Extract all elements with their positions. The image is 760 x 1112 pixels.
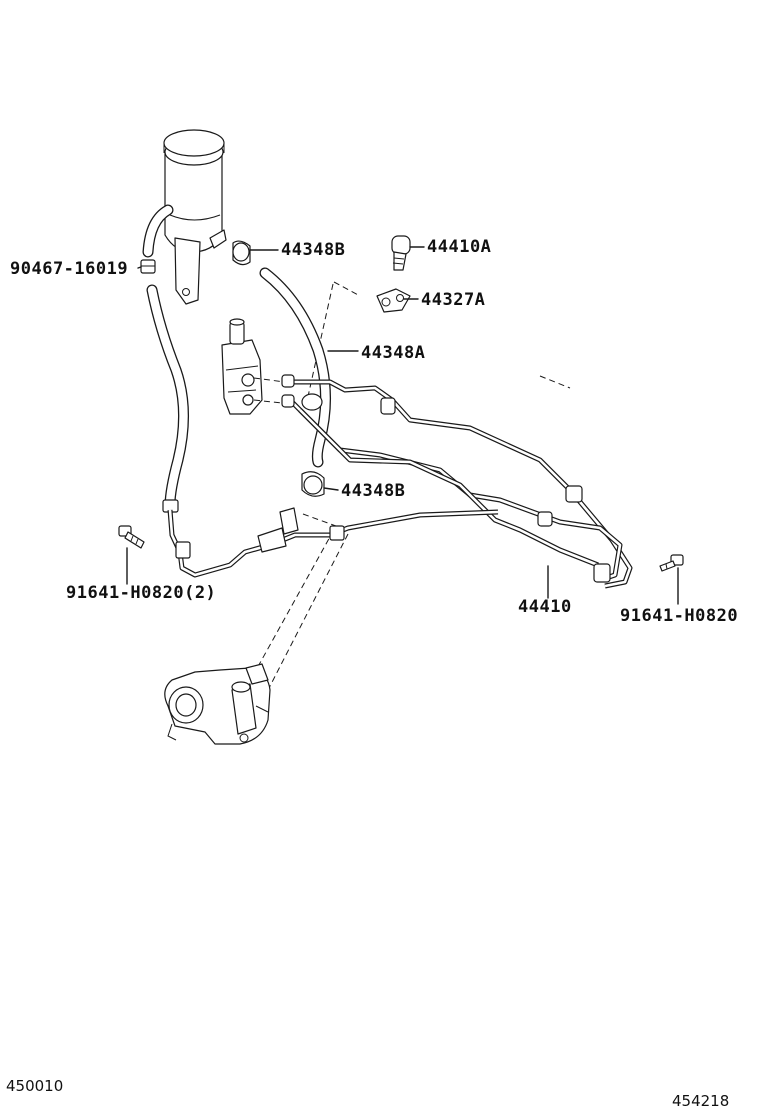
clamp-90467 <box>140 259 156 274</box>
gasket-44327A <box>376 288 411 313</box>
label-44410: 44410 <box>518 597 572 617</box>
reservoir-tank <box>142 129 227 305</box>
power-steering-pump <box>164 663 271 745</box>
label-44348A: 44348A <box>361 343 425 363</box>
label-91641-H0820-right: 91641-H0820 <box>620 606 738 626</box>
supply-hose <box>146 284 189 513</box>
label-44327A: 44327A <box>421 290 485 310</box>
gear-valve-body <box>221 318 263 415</box>
pressure-tube-44410 <box>281 374 633 589</box>
label-44348B-lower: 44348B <box>341 481 405 501</box>
union-bolt-44410A <box>391 235 411 271</box>
return-hose-44348A <box>259 267 331 468</box>
clamp-44348B-lower <box>301 471 325 497</box>
label-90467-16019: 90467-16019 <box>10 259 128 279</box>
footer-right-code: 454218 <box>672 1092 729 1110</box>
label-91641-H0820-left: 91641-H0820(2) <box>66 583 216 603</box>
label-44348B-top: 44348B <box>281 240 345 260</box>
bolt-91641-right <box>659 554 684 605</box>
clamp-44348B-top <box>232 240 251 266</box>
footer-left-code: 450010 <box>6 1077 63 1095</box>
bolt-91641-left <box>118 525 145 585</box>
leader-lines <box>137 246 549 599</box>
label-44410A: 44410A <box>427 237 491 257</box>
pump-feed-pipe <box>167 507 499 578</box>
